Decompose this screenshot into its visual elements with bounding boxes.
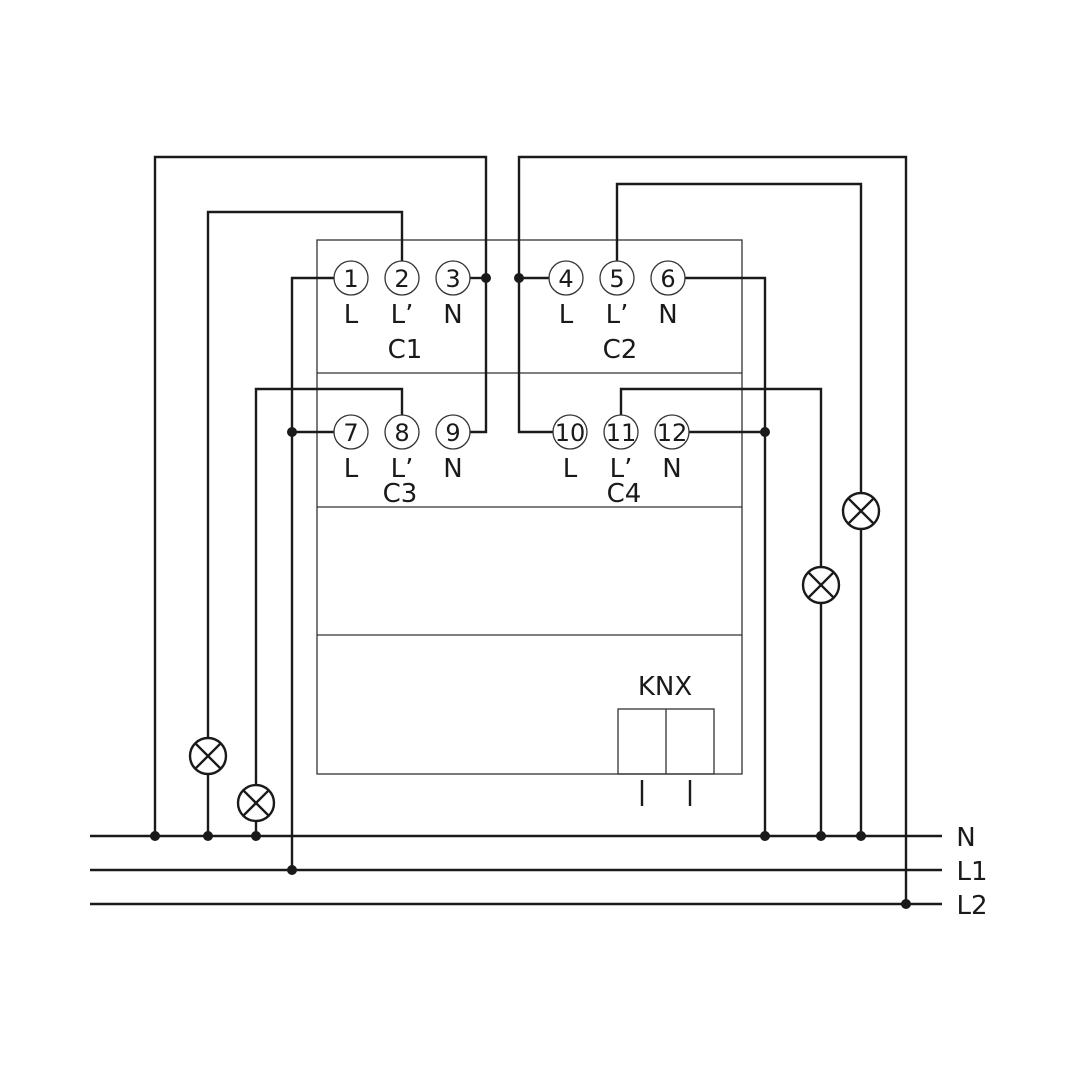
actuator-device	[316, 239, 743, 775]
terminal-role: N	[662, 454, 681, 484]
terminal-role: L	[559, 300, 574, 330]
terminal-number: 9	[445, 419, 460, 447]
terminal-role: L’	[391, 454, 414, 484]
terminal-circle	[384, 414, 420, 450]
lamp-icon	[236, 783, 276, 823]
terminal-12: 12N	[654, 414, 690, 484]
line-l1-label: L1	[956, 857, 987, 887]
channel-c4-label: C4	[607, 479, 642, 509]
terminal-circle	[333, 260, 369, 296]
terminal-role: L	[344, 454, 359, 484]
terminal-3: 3N	[435, 260, 471, 330]
lamp-icon	[188, 736, 228, 776]
terminal-role: L’	[606, 300, 629, 330]
line-n-label: N	[956, 823, 975, 853]
terminal-8: 8L’	[384, 414, 420, 484]
channel-c2-label: C2	[603, 335, 638, 365]
terminal-9: 9N	[435, 414, 471, 484]
wires	[153, 155, 908, 904]
terminal-circle	[435, 260, 471, 296]
terminal-circle	[599, 260, 635, 296]
terminal-7: 7L	[333, 414, 369, 484]
terminal-circle	[333, 414, 369, 450]
terminal-number: 1	[343, 265, 358, 293]
terminal-number: 8	[394, 419, 409, 447]
terminal-2: 2L’	[384, 260, 420, 330]
terminal-number: 6	[660, 265, 675, 293]
terminal-number: 11	[606, 419, 637, 447]
knx-label: KNX	[638, 672, 692, 702]
supply-lines: N L1 L2	[90, 823, 988, 921]
terminal-circle	[435, 414, 471, 450]
terminal-circle	[603, 414, 639, 450]
terminal-number: 3	[445, 265, 460, 293]
terminal-10: 10L	[552, 414, 588, 484]
terminal-role: L’	[610, 454, 633, 484]
terminal-number: 5	[609, 265, 624, 293]
terminal-6: 6N	[650, 260, 686, 330]
terminal-role: N	[443, 454, 462, 484]
terminal-number: 12	[657, 419, 688, 447]
knx-connector: KNX	[617, 672, 715, 806]
terminal-role: L’	[391, 300, 414, 330]
junction-dots	[150, 273, 911, 909]
terminal-number: 4	[558, 265, 573, 293]
terminal-role: N	[443, 300, 462, 330]
channel-c3-label: C3	[383, 479, 418, 509]
lamp-icon	[801, 565, 841, 605]
channel-c1-label: C1	[388, 335, 423, 365]
terminal-1: 1L	[333, 260, 369, 330]
terminal-circle	[654, 414, 690, 450]
terminal-11: 11L’	[603, 414, 639, 484]
terminal-role: N	[658, 300, 677, 330]
terminal-role: L	[344, 300, 359, 330]
terminal-number: 7	[343, 419, 358, 447]
terminal-circle	[650, 260, 686, 296]
terminal-4: 4L	[548, 260, 584, 330]
terminal-circle	[552, 414, 588, 450]
terminal-circle	[384, 260, 420, 296]
terminal-5: 5L’	[599, 260, 635, 330]
terminal-number: 2	[394, 265, 409, 293]
terminal-number: 10	[555, 419, 586, 447]
terminal-role: L	[563, 454, 578, 484]
lamp-icon	[841, 491, 881, 531]
line-l2-label: L2	[956, 891, 987, 921]
terminal-circle	[548, 260, 584, 296]
